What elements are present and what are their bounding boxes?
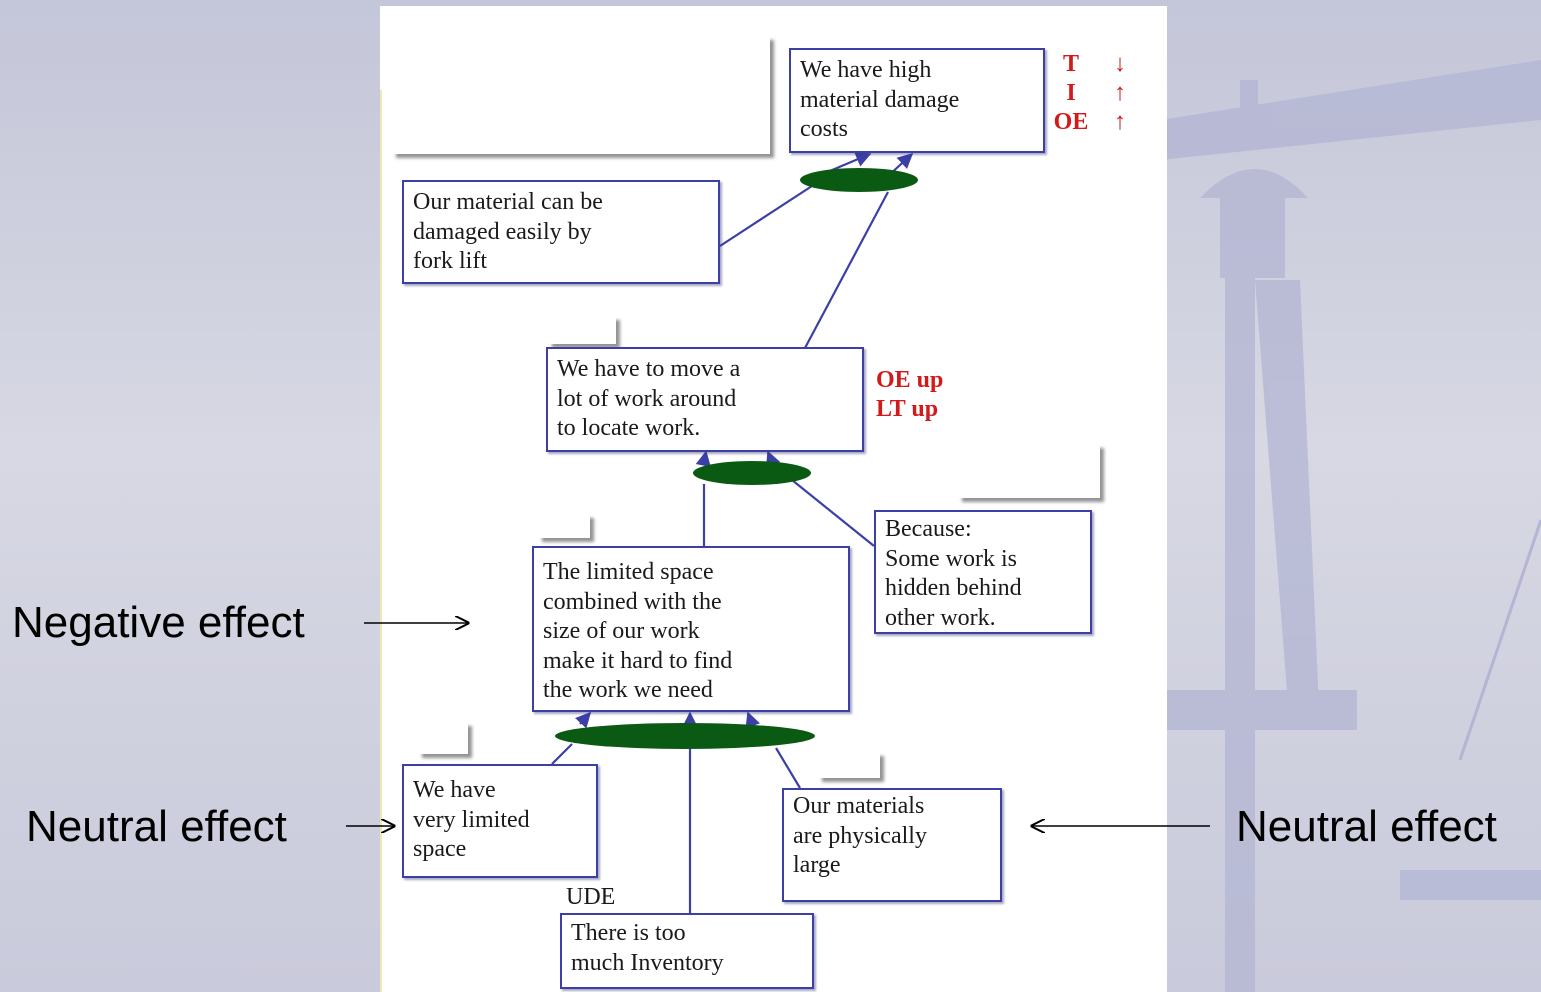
connector-move-to-ellipse (804, 191, 889, 349)
connector-because-to-ellipse (791, 479, 875, 547)
shadow-tab (958, 444, 1100, 498)
shadow-tab (418, 722, 468, 754)
indicator-move-work: OE up LT up (876, 367, 944, 422)
node-too-much-inventory: There is too much Inventory (560, 913, 814, 989)
indicator-arrows-top: ↓ ↑ ↑ (1114, 51, 1126, 135)
connector-forklift-to-ellipse (719, 185, 813, 247)
connector-ellipse-to-combined (745, 711, 760, 729)
neutral-effect-right-label: Neutral effect (1236, 802, 1497, 851)
negative-effect-label: Negative effect (12, 598, 305, 647)
connector-ellipse-to-combined (574, 711, 592, 729)
node-limited-space-combined: The limited space combined with the size… (532, 546, 850, 712)
blank-shadow-box (392, 36, 770, 154)
connector-ellipse-to-move (695, 450, 711, 468)
node-material-damaged-by-forklift: Our material can be damaged easily by fo… (402, 180, 720, 284)
connector-ellipse-to-move (765, 450, 781, 468)
panel-edge (380, 90, 382, 992)
shadow-tab (548, 316, 616, 344)
connector-limited-to-ellipse (551, 743, 573, 765)
node-high-material-damage-costs: We have high material damage costs (789, 48, 1045, 153)
node-because-hidden-work: Because: Some work is hidden behind othe… (874, 510, 1092, 634)
node-move-work-to-locate: We have to move a lot of work around to … (546, 347, 864, 452)
and-connector-ellipse-top (800, 168, 918, 192)
node-materials-physically-large: Our materials are physically large (782, 788, 1002, 902)
connector-large-to-ellipse (775, 747, 801, 789)
node-very-limited-space: We have very limited space (402, 764, 598, 878)
indicator-letters-top: T I OE (1053, 51, 1089, 135)
neutral-effect-left-label: Neutral effect (26, 802, 287, 851)
and-connector-ellipse-middle (693, 461, 811, 485)
and-connector-ellipse-bottom (555, 723, 815, 749)
shadow-tab (538, 514, 590, 538)
ude-label: UDE (566, 884, 616, 910)
shadow-tab (818, 752, 880, 778)
